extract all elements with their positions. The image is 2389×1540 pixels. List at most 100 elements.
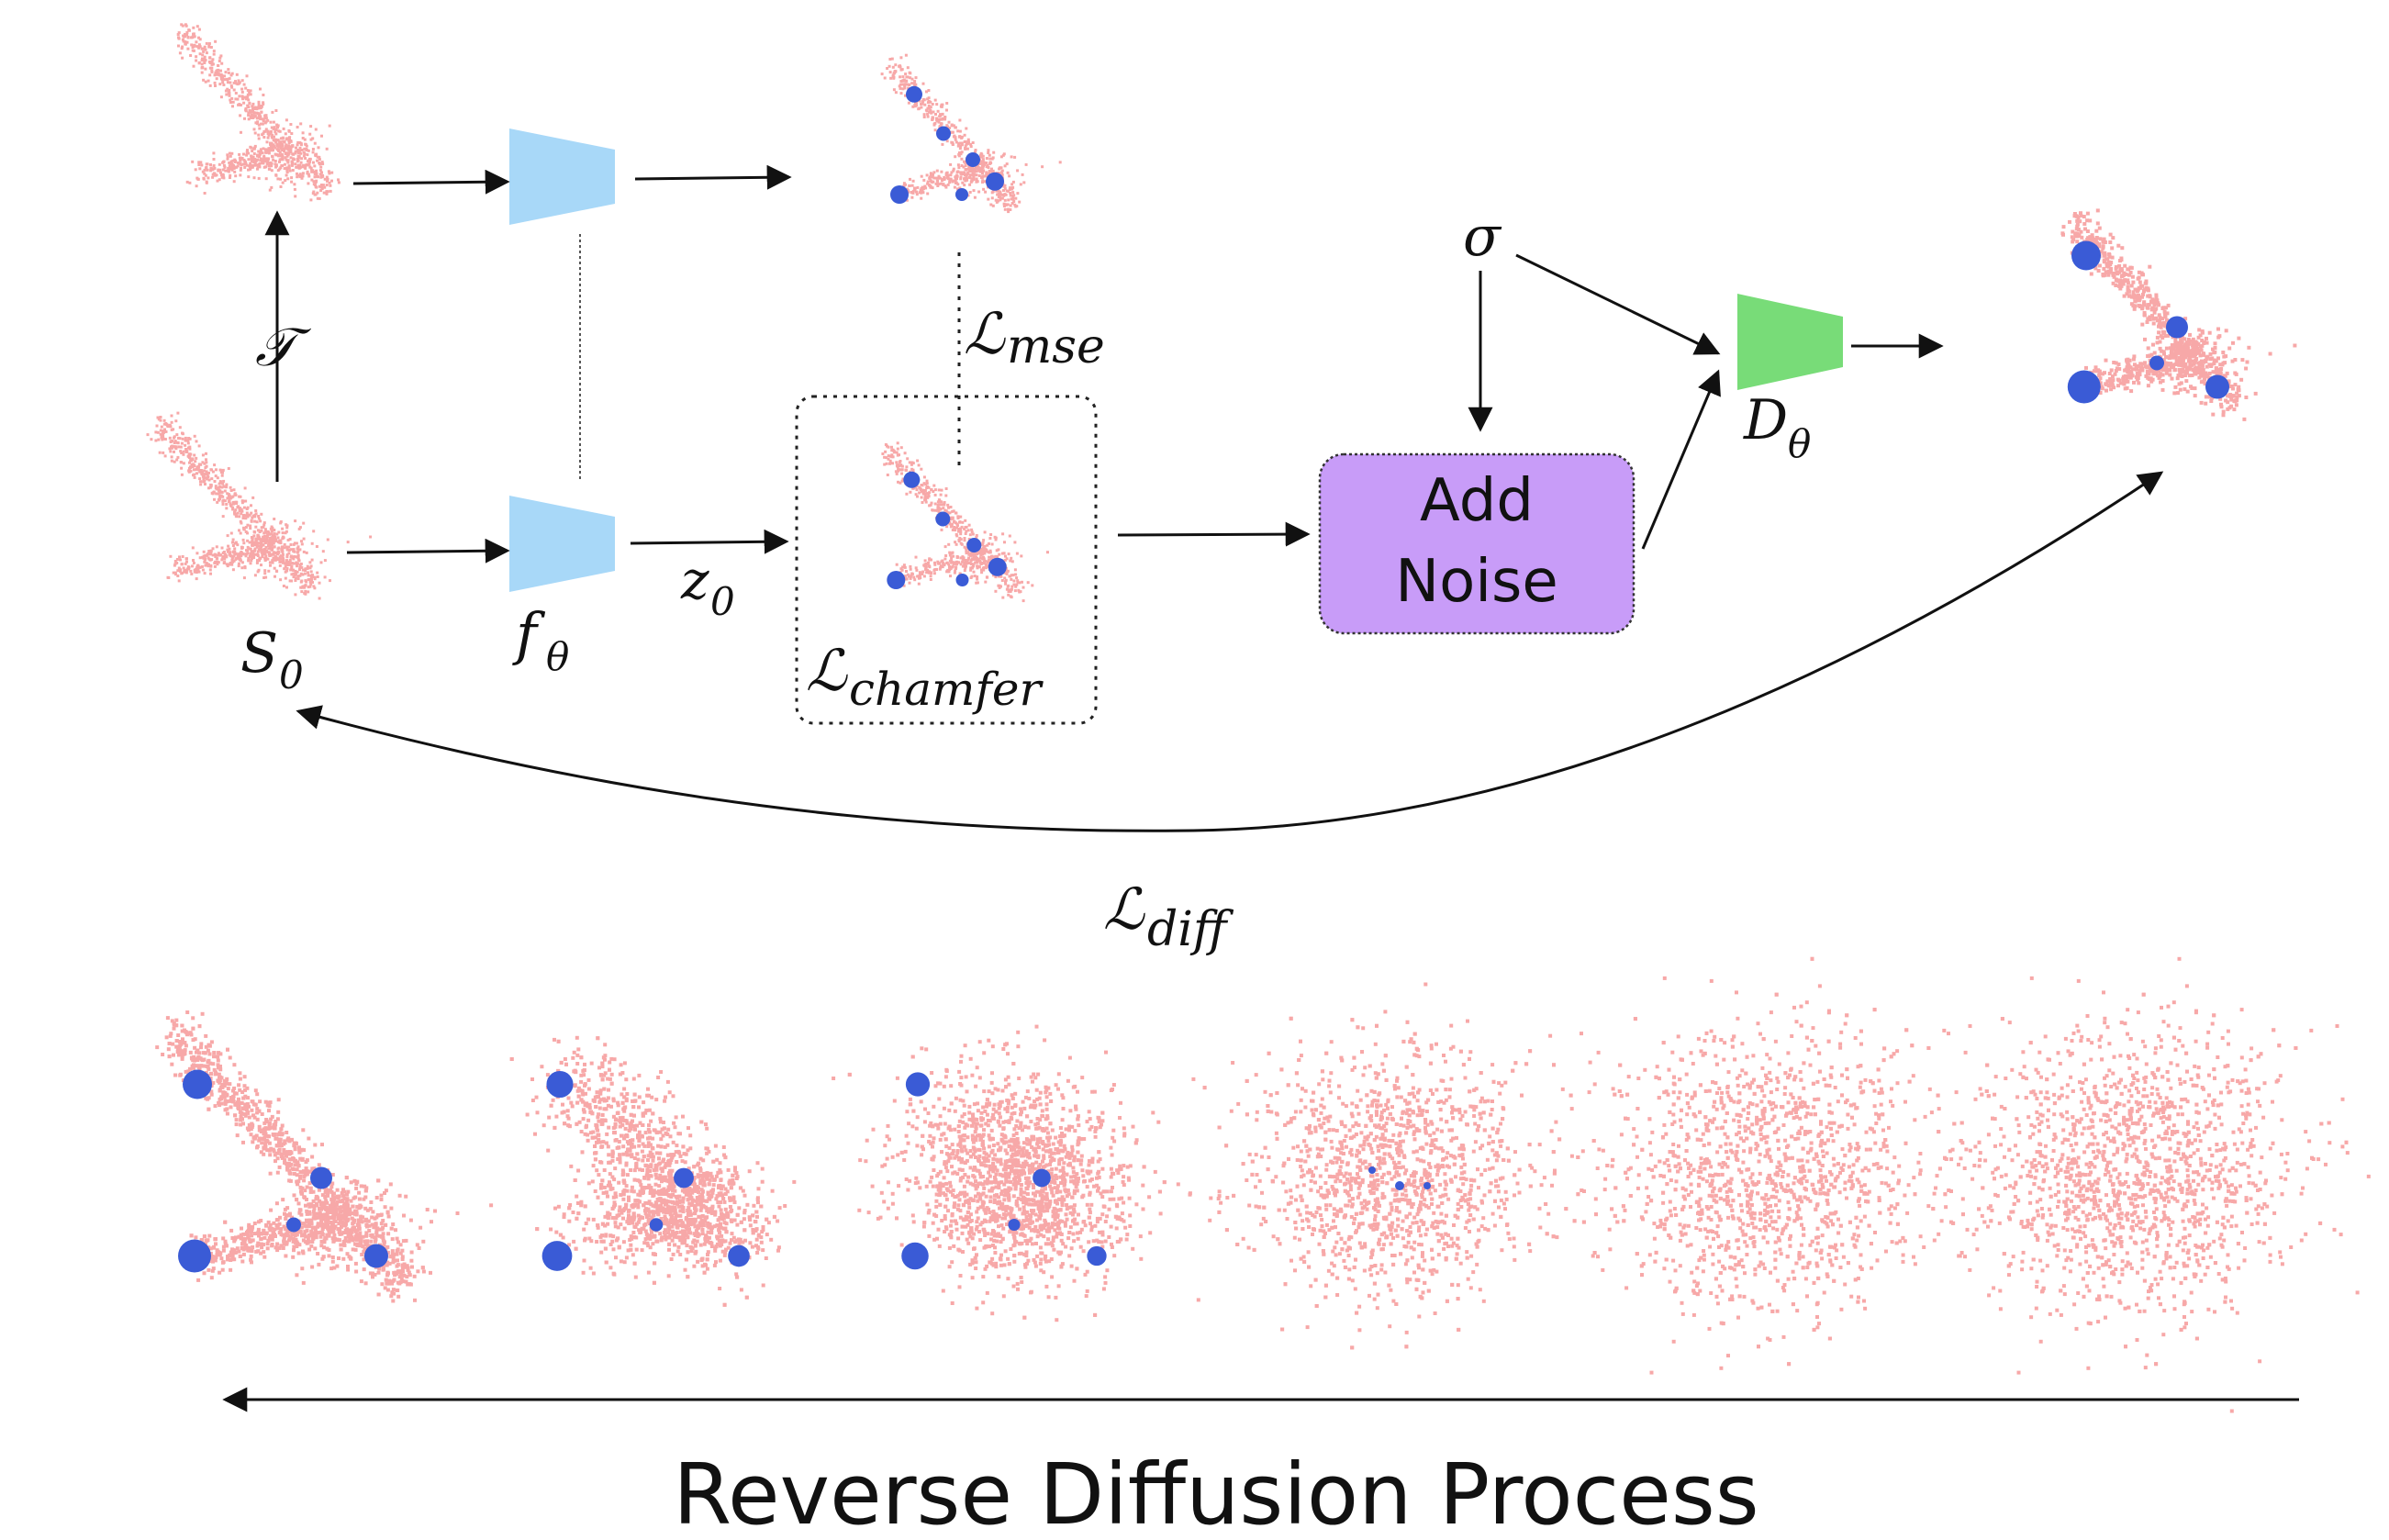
cloud-point [296,140,300,144]
cloud-point [159,429,162,432]
cloud-point [278,555,282,559]
cloud-point [963,184,966,187]
cloud-point [2096,269,2101,273]
cloud-point [956,170,960,173]
cloud-point [274,128,278,131]
cloud-point [1031,584,1034,587]
cloud-point [246,104,250,107]
cloud-point [257,103,261,106]
cloud-point [314,153,318,157]
cloud-point [320,134,323,138]
cloud-point [967,523,971,527]
cloud-point [191,160,195,163]
cloud-point [2163,362,2168,366]
cloud-point [311,137,315,140]
cloud-point [2126,281,2130,285]
cloud-point [2086,236,2091,240]
cloud-point [1006,569,1010,573]
cloud-point [2109,387,2114,392]
cloud-point [317,175,320,179]
cloud-point [2155,335,2160,340]
cloud-point [194,168,197,172]
cloud-point [247,557,251,560]
cloud-point [890,445,893,449]
cloud-point [214,474,218,478]
cloud-point [921,82,925,85]
cloud-point [904,73,908,76]
cloud-point [190,572,194,575]
cloud-point [257,100,261,104]
cloud-point [196,568,200,572]
cloud-point [218,73,221,77]
cloud-point [282,585,285,587]
cloud-point [261,550,264,552]
cloud-point [229,101,232,104]
cloud-point [256,550,260,553]
cloud-point [209,166,213,170]
cloud-point [2192,362,2196,366]
cloud-point [192,64,195,68]
cloud-point [267,133,271,137]
cloud-point [2141,292,2145,296]
cloud-point [195,472,198,475]
cloud-point [951,179,954,183]
cloud-point [935,179,939,183]
cloud-point [330,179,333,183]
cloud-point [337,178,340,182]
cloud-point [954,541,957,544]
cloud-point [234,97,238,101]
cloud-point [937,562,941,565]
cloud-point [2166,368,2171,372]
cloud-point [196,1278,201,1282]
cloud-point [2146,286,2150,291]
cloud-point [217,169,220,173]
cloud-point [383,1205,387,1210]
cloud-point [1010,197,1013,201]
cloud-point [187,28,191,32]
cloud-point [981,158,985,162]
cloud-point [964,178,967,182]
cloud-point [159,432,162,436]
cloud-point [972,570,976,574]
cloud-point [313,577,317,581]
cloud-point [252,147,256,151]
cloud-point [209,163,212,166]
cloud-point [959,177,963,181]
cloud-point [2234,403,2238,407]
cloud-point [285,143,288,147]
cloud-point [297,156,301,159]
cloud-point [207,42,211,45]
cloud-point [901,87,905,91]
cloud-point [904,83,908,86]
cloud-point [979,170,982,173]
cloud-point [2186,350,2191,354]
cloud-point [266,118,270,122]
cloud-point [184,570,187,574]
cloud-point [2125,385,2129,390]
cloud-point [220,546,224,550]
cloud-point [943,117,946,121]
cloud-point [316,159,318,162]
cloud-point [195,59,198,62]
cloud-point [298,146,302,150]
cloud-point [971,177,975,181]
cloud-point [219,95,223,99]
cloud-point [306,172,309,175]
cloud-point [276,558,280,562]
cloud-point [215,77,218,81]
cloud-point [307,571,309,575]
cloud-point [229,554,232,558]
cloud-point [270,541,273,545]
cloud-point [247,158,251,162]
cloud-point [199,480,202,484]
cloud-point [181,24,184,28]
cloud-point [226,81,229,84]
cloud-point [237,1083,241,1088]
cloud-point [246,93,250,96]
cloud-point [319,185,323,189]
cloud-point [231,541,234,544]
cloud-point [217,64,220,67]
cloud-point [1022,181,1026,184]
cloud-point [252,111,256,115]
cloud-point [2115,271,2120,274]
